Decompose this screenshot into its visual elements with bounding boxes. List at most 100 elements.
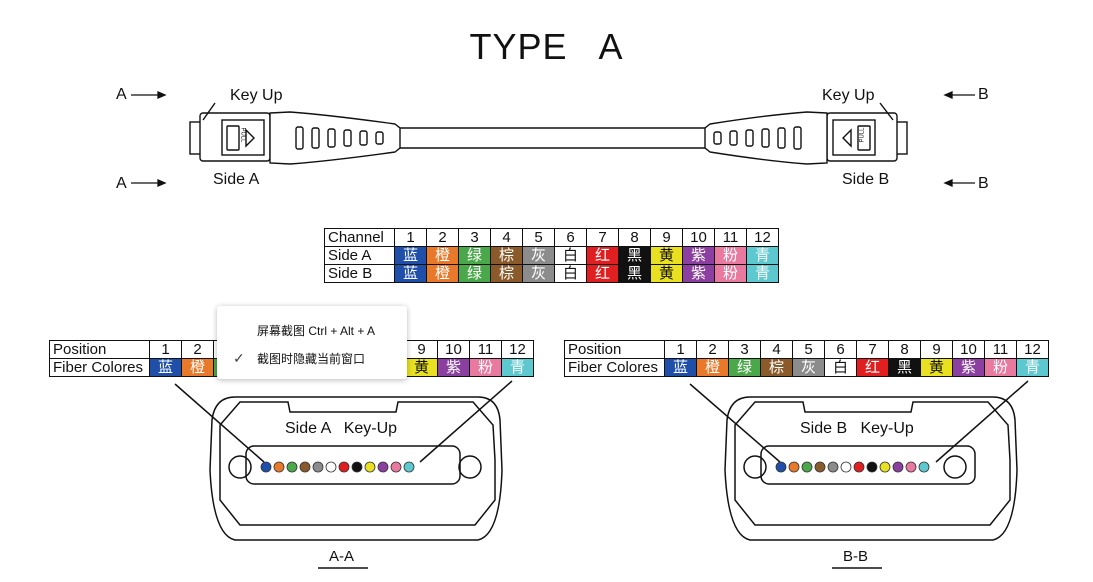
table-row: Position 1 2 3 4 5 6 7 8 9 10 11 12	[564, 340, 1049, 359]
channel-cell: 4	[490, 228, 523, 247]
color-cell: 橙	[696, 358, 729, 377]
label-b-top: B	[978, 86, 989, 103]
color-cell: 粉	[714, 264, 747, 283]
color-cell: 灰	[522, 264, 555, 283]
fiber-dot	[788, 461, 800, 473]
fiber-dots-right	[775, 461, 930, 473]
position-cell: 11	[984, 340, 1017, 359]
cable	[400, 127, 705, 149]
color-cell: 青	[1016, 358, 1049, 377]
section-label-b-b: B-B	[843, 548, 869, 565]
color-cell: 棕	[490, 246, 523, 265]
fiber-dot	[892, 461, 904, 473]
fiber-dot	[273, 461, 285, 473]
channel-cell: 7	[586, 228, 619, 247]
position-cell: 7	[856, 340, 889, 359]
fiber-dot	[814, 461, 826, 473]
row-label-side-b: Side B	[324, 264, 395, 283]
channel-cell: 2	[426, 228, 459, 247]
row-label-position: Position	[564, 340, 665, 359]
position-cell: 9	[405, 340, 438, 359]
color-cell: 粉	[984, 358, 1017, 377]
menu-item-screenshot[interactable]: 屏幕截图 Ctrl + Alt + A	[257, 324, 376, 338]
fiber-dot	[801, 461, 813, 473]
position-cell: 2	[181, 340, 214, 359]
position-cell: 11	[469, 340, 502, 359]
ferrule-face-right	[689, 380, 1029, 541]
row-label-channel: Channel	[324, 228, 395, 247]
fiber-dot	[390, 461, 402, 473]
pull-label-left: PULL	[239, 127, 246, 143]
connector-right	[704, 102, 908, 165]
left-face-caption: Side A Key-Up	[285, 420, 398, 437]
context-menu: 屏幕截图 Ctrl + Alt + A ✓ 截图时隐藏当前窗口	[217, 306, 407, 379]
position-cell: 1	[664, 340, 697, 359]
arrow-a-bottom	[131, 179, 167, 187]
position-cell: 10	[437, 340, 470, 359]
color-cell: 黄	[650, 264, 683, 283]
color-cell: 绿	[458, 246, 491, 265]
position-cell: 9	[920, 340, 953, 359]
color-cell: 棕	[760, 358, 793, 377]
position-cell: 5	[792, 340, 825, 359]
arrow-b-bottom	[943, 179, 975, 187]
menu-item-hide-window[interactable]: 截图时隐藏当前窗口	[257, 352, 366, 366]
fiber-dot	[325, 461, 337, 473]
fiber-dot	[351, 461, 363, 473]
label-b-bottom: B	[978, 175, 989, 192]
channel-cell: 11	[714, 228, 747, 247]
color-cell: 蓝	[394, 264, 427, 283]
fiber-dot	[312, 461, 324, 473]
color-cell: 红	[586, 264, 619, 283]
color-cell: 白	[554, 264, 587, 283]
side-a-label: Side A	[213, 171, 260, 188]
channel-cell: 3	[458, 228, 491, 247]
channel-cell: 8	[618, 228, 651, 247]
color-cell: 青	[746, 264, 779, 283]
checkmark-icon: ✓	[233, 350, 245, 366]
color-cell: 紫	[682, 264, 715, 283]
color-cell: 黄	[920, 358, 953, 377]
position-cell: 1	[149, 340, 182, 359]
color-cell: 蓝	[664, 358, 697, 377]
fiber-dot	[364, 461, 376, 473]
fiber-dots-left	[260, 461, 415, 473]
fiber-dot	[260, 461, 272, 473]
row-label-fiber-colores: Fiber Colores	[564, 358, 665, 377]
key-up-right-label: Key Up	[822, 87, 875, 104]
fiber-dot	[286, 461, 298, 473]
side-b-label: Side B	[842, 171, 890, 188]
color-cell: 灰	[522, 246, 555, 265]
key-up-left-label: Key Up	[230, 87, 283, 104]
position-cell: 6	[824, 340, 857, 359]
color-cell: 白	[824, 358, 857, 377]
right-position-table: Position 1 2 3 4 5 6 7 8 9 10 11 12 Fibe…	[564, 340, 1049, 377]
color-cell: 蓝	[394, 246, 427, 265]
fiber-dot	[840, 461, 852, 473]
fiber-dot	[775, 461, 787, 473]
color-cell: 棕	[490, 264, 523, 283]
position-cell: 4	[760, 340, 793, 359]
position-cell: 8	[888, 340, 921, 359]
fiber-dot	[879, 461, 891, 473]
position-cell: 2	[696, 340, 729, 359]
row-label-fiber-colores: Fiber Colores	[49, 358, 150, 377]
color-cell: 橙	[426, 246, 459, 265]
fiber-dot	[853, 461, 865, 473]
pull-label-right: PULL	[859, 127, 866, 143]
ferrule-face-left	[174, 380, 513, 541]
color-cell: 黄	[405, 358, 438, 377]
color-cell: 紫	[952, 358, 985, 377]
color-cell: 蓝	[149, 358, 182, 377]
page-title: TYPE A	[469, 26, 624, 67]
color-cell: 红	[586, 246, 619, 265]
table-row: Fiber Colores 蓝 橙 绿 棕 灰 白 红 黑 黄 紫 粉 青	[564, 358, 1049, 377]
position-cell: 3	[728, 340, 761, 359]
channel-cell: 10	[682, 228, 715, 247]
label-a-bottom: A	[116, 175, 127, 192]
channel-cell: 9	[650, 228, 683, 247]
channel-cell: 12	[746, 228, 779, 247]
row-label-side-a: Side A	[324, 246, 395, 265]
fiber-dot	[866, 461, 878, 473]
